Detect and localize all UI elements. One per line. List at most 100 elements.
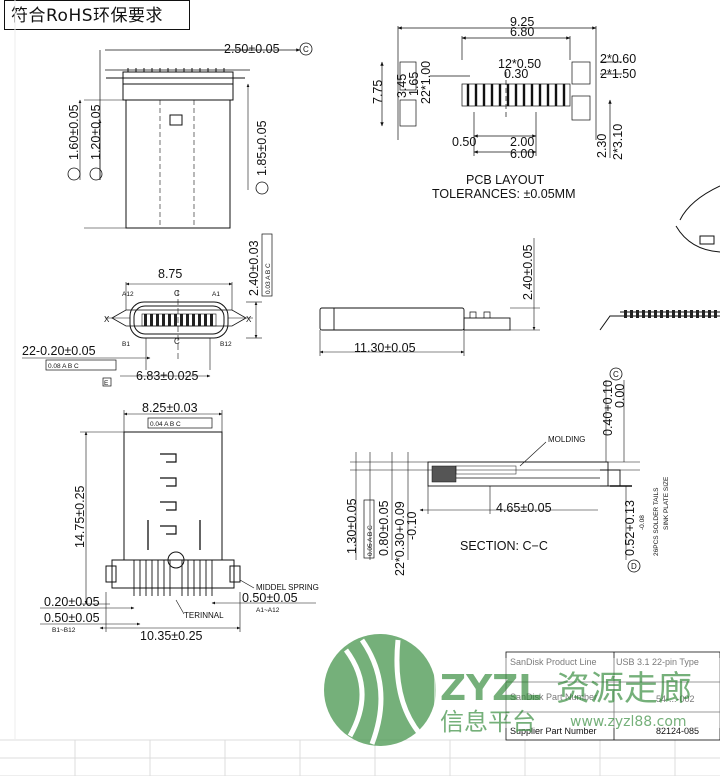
top-dim-b: 1.20±0.05 [89,104,103,160]
section-c-bottom: C [174,337,180,346]
side-view [319,238,540,356]
pcb-b1: 0.50 [452,135,476,149]
pcb-b5: 2*3.10 [611,124,625,160]
section-h1-tol-frame [363,499,375,559]
top-dim-a: 1.60±0.05 [67,104,81,160]
section-title: SECTION: C−C [460,539,548,553]
pcb-title: PCB LAYOUT [466,173,545,187]
pin-b12: B12 [220,341,232,348]
datum-circle-a [67,167,81,181]
pcb-b2: 2.00 [510,135,534,149]
pcb-w1: 9.25 [510,15,534,29]
top-width-dim: 2.50±0.05 [224,42,280,56]
section-h1-tol: 0.05 A B C [367,525,374,556]
watermark-cn-2: 信息平台 [440,708,536,736]
section-h1: 1.30±0.05 [345,498,359,554]
front-tol-frame [261,233,273,297]
tb-r3-label: Supplier Part Number [510,726,597,736]
pcb-h2: 3.45 [395,74,409,98]
front-tol-text: 0.03 A B C [265,263,272,294]
partial-view-right [599,185,720,331]
tb-r1-label: SanDisk Product Line [510,657,597,667]
side-length: 11.30±0.05 [354,341,416,355]
pcb-r1: 2*0.60 [600,52,636,66]
plan-width-tol: 0.04 A B C [150,421,181,428]
front-view [22,282,262,378]
pcb-r2: 2*1.50 [600,67,636,81]
section-tails: 0.52+0.13 [623,500,637,556]
watermark-brand: ZYZL [440,668,541,709]
datum-circle-c [255,181,269,195]
pcb-h3: 1.65 [407,72,421,96]
pcb-h4: 22*1.00 [419,61,433,104]
section-datum-d-circle [627,559,641,573]
section-c-top: C [174,289,180,298]
section-h3: 22*0.30+0.09 [393,501,407,576]
watermark-cn-1: 资源走廊 [556,669,692,709]
label-molding: MOLDING [548,435,585,444]
tb-r2-value: 54-...-002 [656,694,695,704]
tb-r3-value: 82124-085 [656,726,699,736]
watermark-url: www.zyzl88.com [570,714,687,730]
pcb-w2: 6.80 [510,25,534,39]
top-dim-c: 1.85±0.05 [255,120,269,176]
datum-c-circle [299,42,313,56]
top-view [78,48,301,229]
front-height: 2.40±0.03 [247,240,261,296]
section-view [350,380,640,560]
label-a1-a12: A1~A12 [256,607,280,614]
plan-width-tol-frame [147,417,213,429]
pcb-w4: 0.30 [504,67,528,81]
front-pitch: 22-0.20±0.05 [22,344,96,358]
pcb-b3: 6.00 [510,147,534,161]
section-datum-c-circle [609,367,623,381]
label-b1-b12: B1~B12 [52,627,76,634]
section-datum-c: C [613,370,619,379]
section-h3-lower: -0.10 [405,511,419,540]
pin-a12: A12 [122,291,134,298]
section-datum-d: D [631,562,637,571]
datum-circle-b [89,167,103,181]
pin-a1: A1 [212,291,220,298]
plan-gap-b: 0.50±0.05 [44,611,100,625]
pcb-h1: 7.75 [371,80,385,104]
section-gap-lower: 0.00 [613,384,627,408]
pitch-tol-frame [45,359,117,371]
section-note-2: SINK PLATE SIZE [663,476,670,530]
plan-length: 14.75±0.25 [73,485,87,548]
pcb-tolerances: TOLERANCES: ±0.05MM [432,187,575,201]
section-note-1: 26PCS SOLDER TAILS [653,487,660,556]
pcb-b4: 2.30 [595,134,609,158]
pin-b1: B1 [122,341,130,348]
plan-pitch-a: 0.50±0.05 [242,591,298,605]
datum-e: E [104,380,109,387]
section-gap: 0.40+0.10 [601,380,615,436]
rohs-compliance-box: 符合RoHS环保要求 [4,0,190,30]
front-pin-span: 6.83±0.025 [136,369,199,383]
pcb-w3: 12*0.50 [498,57,541,71]
watermark: ZYZL 资源走廊 信息平台 www.zyzl88.com [324,634,720,746]
plan-gap-a: 0.20±0.05 [44,595,100,609]
datum-e-box [102,377,112,387]
section-tails-lower: -0.08 [639,515,646,530]
tb-r1-value: USB 3.1 22-pin Type [616,657,699,667]
datum-c-label: C [303,45,309,54]
title-block [505,651,720,741]
pitch-tol-text: 0.08 A B C [48,363,79,370]
label-terminal: TERINNAL [184,611,224,620]
cut-x-left: X [104,315,110,324]
plan-overall: 10.35±0.25 [140,629,203,643]
rohs-compliance-text: 符合RoHS环保要求 [11,6,164,26]
plan-width: 8.25±0.03 [142,401,198,415]
cut-x-right: X [246,315,252,324]
section-inner: 4.65±0.05 [496,501,552,515]
front-width: 8.75 [158,267,182,281]
side-height: 2.40±0.05 [521,244,535,300]
label-middel-spring: MIDDEL SPRING [256,583,319,592]
tb-r2-label: SanDisk Part Number [510,692,597,702]
plan-view [40,410,316,632]
section-h2: 0.80±0.05 [377,500,391,556]
pcb-layout [380,26,622,158]
